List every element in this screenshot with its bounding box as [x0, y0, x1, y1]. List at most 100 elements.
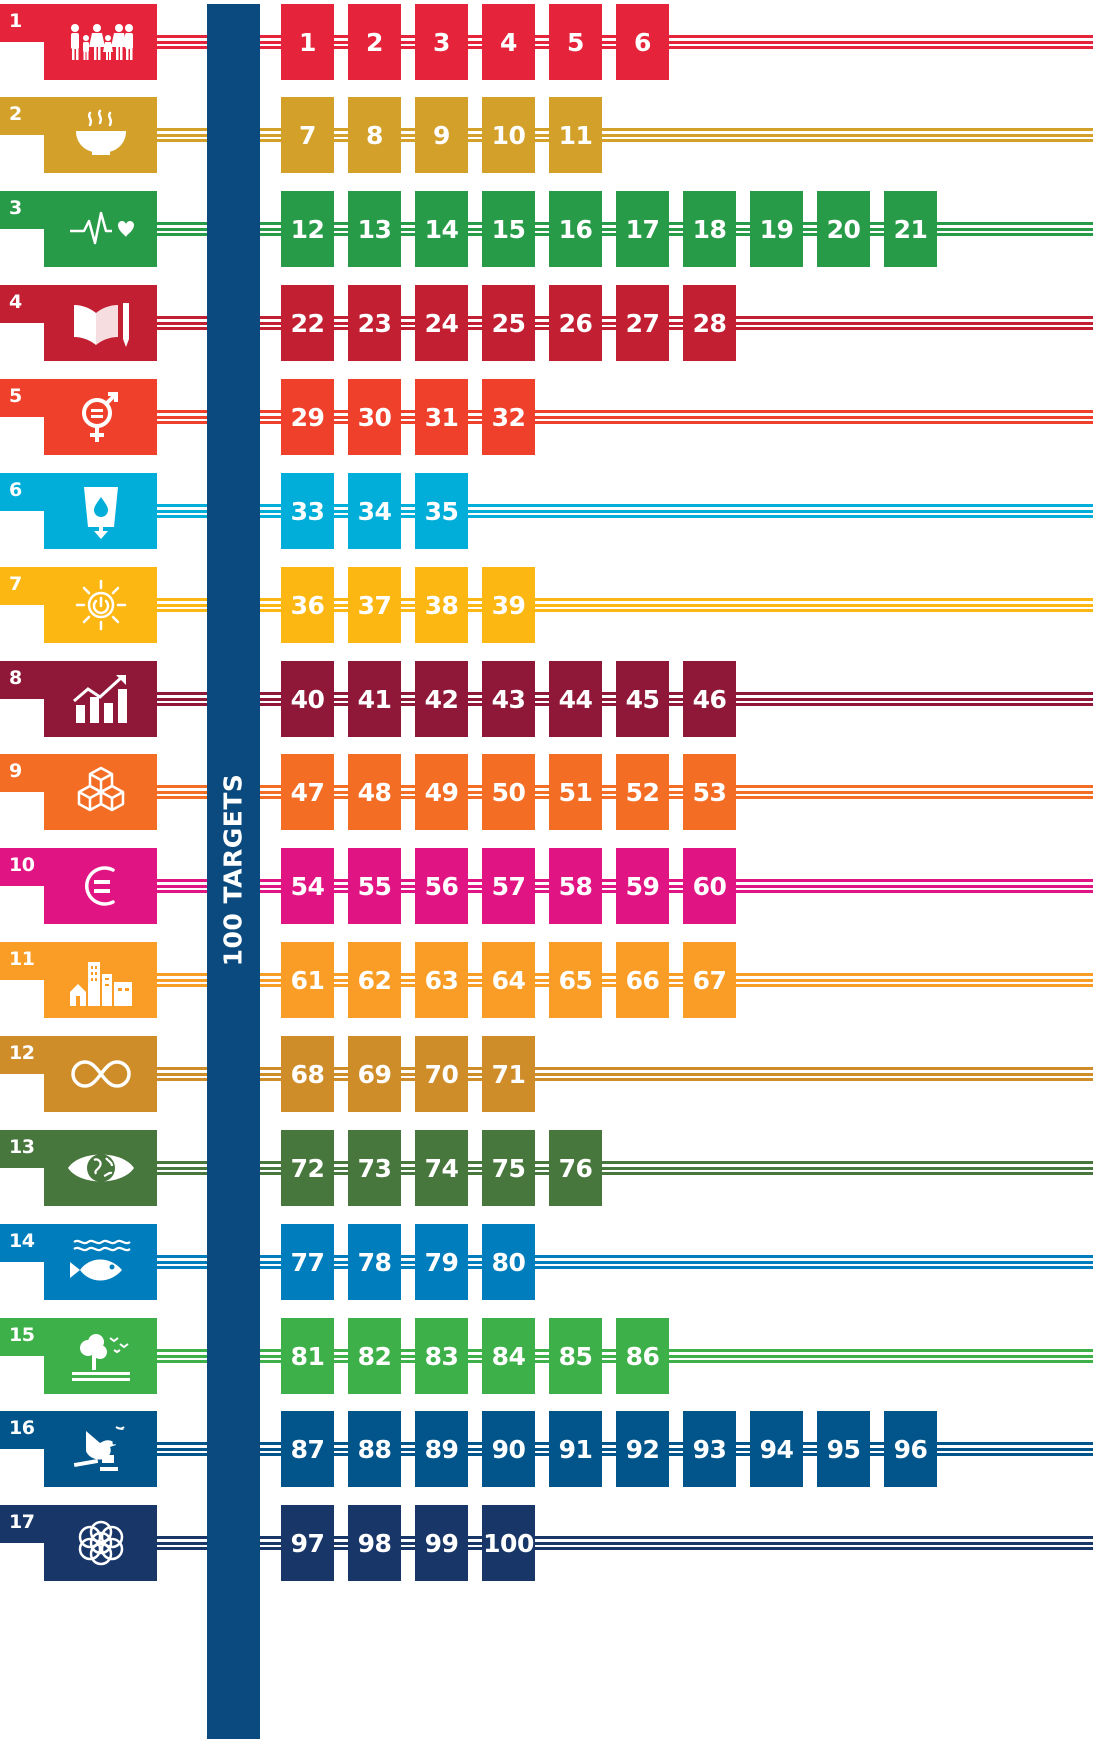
target-box-87: 87 [281, 1411, 334, 1487]
target-number: 80 [491, 1247, 526, 1277]
target-box-21: 21 [884, 191, 937, 267]
goal-number-tab [0, 1318, 44, 1356]
target-box-29: 29 [281, 379, 334, 455]
target-box-55: 55 [348, 848, 401, 924]
target-box-36: 36 [281, 567, 334, 643]
target-box-34: 34 [348, 473, 401, 549]
goal-tile [44, 848, 157, 924]
target-number: 51 [558, 777, 593, 807]
target-number: 87 [290, 1434, 325, 1464]
target-box-17: 17 [616, 191, 669, 267]
goal-number: 8 [9, 667, 22, 689]
target-number: 78 [357, 1247, 392, 1277]
target-box-9: 9 [415, 97, 468, 173]
target-box-85: 85 [549, 1318, 602, 1394]
connector-line [140, 603, 1093, 607]
target-number: 44 [558, 684, 593, 714]
target-number: 54 [290, 871, 325, 901]
goal-number: 6 [9, 479, 22, 501]
target-number: 95 [826, 1434, 861, 1464]
target-box-90: 90 [482, 1411, 535, 1487]
connector-line [140, 1536, 1093, 1539]
target-box-16: 16 [549, 191, 602, 267]
target-number: 13 [357, 214, 392, 244]
target-number: 22 [290, 308, 325, 338]
target-box-95: 95 [817, 1411, 870, 1487]
target-box-57: 57 [482, 848, 535, 924]
target-number: 3 [433, 27, 450, 57]
target-number: 97 [290, 1528, 325, 1558]
connector-line [140, 1547, 1093, 1550]
target-box-56: 56 [415, 848, 468, 924]
goal-number: 13 [9, 1136, 35, 1158]
connector-line [140, 509, 1093, 513]
target-box-40: 40 [281, 661, 334, 737]
target-box-75: 75 [482, 1130, 535, 1206]
connector-lines [140, 504, 1093, 518]
goal-number-tab [0, 1224, 44, 1262]
target-number: 88 [357, 1434, 392, 1464]
target-box-24: 24 [415, 285, 468, 361]
target-number: 72 [290, 1153, 325, 1183]
connector-lines [140, 128, 1093, 142]
target-number: 62 [357, 965, 392, 995]
infinity-icon [66, 1046, 136, 1102]
goal-number-tab [0, 1036, 44, 1074]
target-box-81: 81 [281, 1318, 334, 1394]
goal-number-tab [0, 1505, 44, 1543]
goal-number-tab [0, 473, 44, 511]
goal-number-tab [0, 567, 44, 605]
target-number: 93 [692, 1434, 727, 1464]
target-box-23: 23 [348, 285, 401, 361]
target-number: 92 [625, 1434, 660, 1464]
target-number: 64 [491, 965, 526, 995]
target-box-22: 22 [281, 285, 334, 361]
goal-number-tab [0, 661, 44, 699]
target-number: 90 [491, 1434, 526, 1464]
target-box-15: 15 [482, 191, 535, 267]
target-box-27: 27 [616, 285, 669, 361]
target-box-63: 63 [415, 942, 468, 1018]
goal-number: 17 [9, 1511, 35, 1533]
target-box-7: 7 [281, 97, 334, 173]
target-box-99: 99 [415, 1505, 468, 1581]
target-number: 86 [625, 1341, 660, 1371]
target-box-58: 58 [549, 848, 602, 924]
target-number: 63 [424, 965, 459, 995]
connector-line [140, 515, 1093, 518]
book-pencil-icon [66, 295, 136, 351]
target-number: 65 [558, 965, 593, 995]
target-number: 50 [491, 777, 526, 807]
target-number: 12 [290, 214, 325, 244]
target-number: 15 [491, 214, 526, 244]
target-number: 2 [366, 27, 383, 57]
target-box-46: 46 [683, 661, 736, 737]
target-box-14: 14 [415, 191, 468, 267]
target-number: 76 [558, 1153, 593, 1183]
target-number: 14 [424, 214, 459, 244]
equality-icon [66, 858, 136, 914]
eye-globe-icon [66, 1140, 136, 1196]
target-box-73: 73 [348, 1130, 401, 1206]
target-box-43: 43 [482, 661, 535, 737]
target-number: 23 [357, 308, 392, 338]
goal-number-tab [0, 285, 44, 323]
dove-gavel-icon [66, 1421, 136, 1477]
target-number: 46 [692, 684, 727, 714]
target-box-5: 5 [549, 4, 602, 80]
target-box-26: 26 [549, 285, 602, 361]
goal-number: 16 [9, 1417, 35, 1439]
target-box-12: 12 [281, 191, 334, 267]
sun-power-icon [66, 577, 136, 633]
target-box-74: 74 [415, 1130, 468, 1206]
connector-line [140, 1172, 1093, 1175]
goal-number: 5 [9, 385, 22, 407]
target-box-67: 67 [683, 942, 736, 1018]
target-number: 16 [558, 214, 593, 244]
